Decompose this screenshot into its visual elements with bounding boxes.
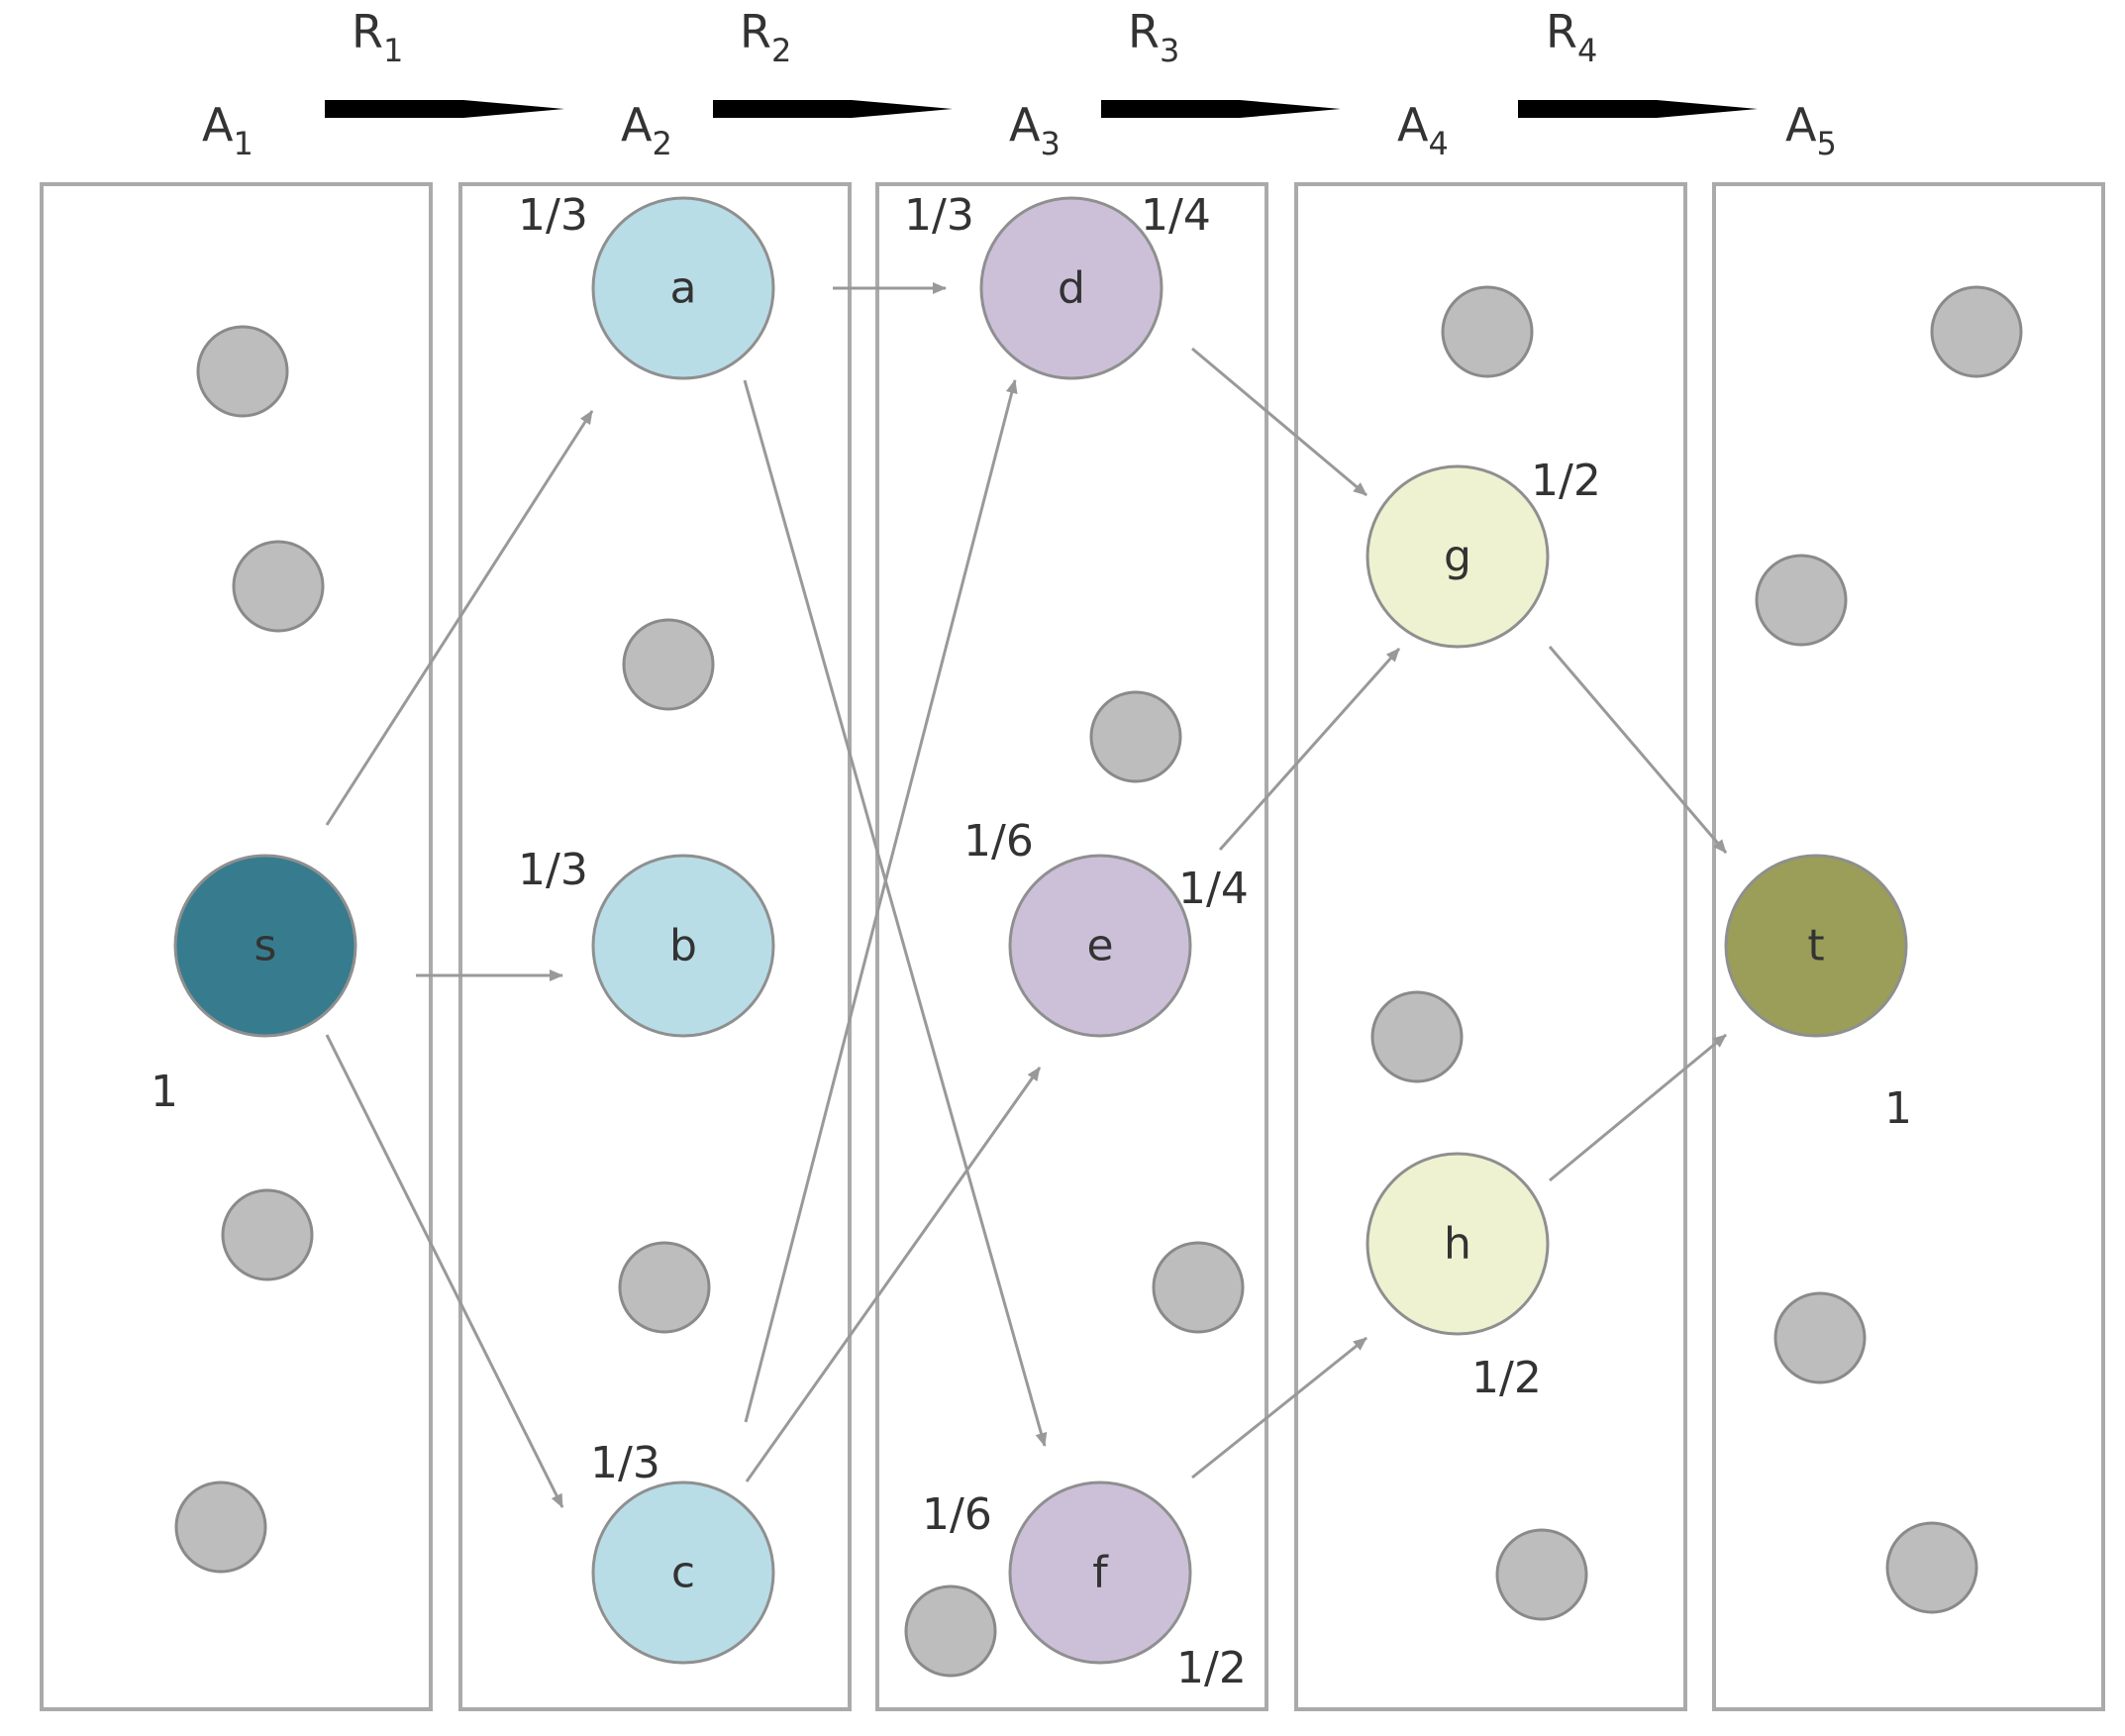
- unlabeled-node: [1755, 554, 1848, 647]
- node-d-circle: [979, 196, 1164, 380]
- node-c: c: [591, 1481, 775, 1665]
- edge-s-c: [325, 1034, 564, 1508]
- node-g: g: [1366, 464, 1550, 649]
- node-c-circle: [591, 1481, 775, 1665]
- node-c-label: c: [671, 1548, 695, 1598]
- node-a-circle: [591, 196, 775, 380]
- unlabeled-node: [1773, 1291, 1867, 1384]
- probability-d-in: 1/3: [904, 190, 974, 241]
- unlabeled-node: [1495, 1528, 1588, 1621]
- unlabeled-node: [232, 540, 325, 633]
- relation-arrows: [325, 100, 1758, 118]
- node-g-label: g: [1444, 532, 1471, 582]
- column-frames: [40, 182, 2105, 1711]
- node-d: d: [979, 196, 1164, 380]
- unlabeled-node: [1885, 1521, 1978, 1614]
- probability-h: 1/2: [1471, 1353, 1542, 1403]
- labeled-nodes: s a b c d e f g: [173, 196, 1908, 1665]
- relation-labels: R1 R2 R3 R4: [352, 5, 1597, 69]
- node-h-circle: [1366, 1152, 1550, 1336]
- probability-a: 1/3: [518, 190, 588, 241]
- probability-labels: 1 1/3 1/3 1/3 1/3 1/4 1/6 1/4 1/6 1/2 1/…: [151, 190, 1912, 1693]
- unlabeled-node: [1370, 990, 1464, 1083]
- relation-arrow-r2: [713, 100, 953, 118]
- column-header-a3: A3: [1009, 98, 1061, 162]
- node-e-circle: [1008, 854, 1192, 1038]
- edge-s-a: [325, 410, 594, 826]
- edges: [325, 282, 1728, 1508]
- edge-e-g: [1218, 648, 1401, 851]
- column-header-a1: A1: [202, 98, 253, 162]
- column-header-a4: A4: [1397, 98, 1449, 162]
- unlabeled-node: [196, 325, 289, 418]
- probability-g: 1/2: [1531, 456, 1601, 506]
- unlabeled-node: [904, 1584, 997, 1678]
- node-b-circle: [591, 854, 775, 1038]
- unlabeled-nodes: [174, 285, 2023, 1678]
- relation-label-r4: R4: [1546, 5, 1597, 69]
- node-t-circle: [1724, 854, 1908, 1038]
- unlabeled-node: [1152, 1241, 1245, 1334]
- unlabeled-node: [221, 1188, 314, 1281]
- unlabeled-node: [1441, 285, 1534, 378]
- edge-f-h: [1191, 1336, 1367, 1480]
- relation-arrow-r3: [1101, 100, 1341, 118]
- probability-b: 1/3: [518, 845, 588, 895]
- node-a: a: [591, 196, 775, 380]
- probability-d-out: 1/4: [1141, 190, 1211, 241]
- node-e-label: e: [1086, 921, 1113, 971]
- node-f: f: [1008, 1481, 1192, 1665]
- column-frame-a3: [875, 182, 1268, 1711]
- node-s: s: [173, 854, 357, 1038]
- probability-c: 1/3: [590, 1438, 660, 1488]
- column-frame-a5: [1712, 182, 2105, 1711]
- relation-label-r2: R2: [740, 5, 791, 69]
- column-frame-a1: [40, 182, 433, 1711]
- probability-e-in: 1/6: [963, 816, 1034, 867]
- edge-g-t: [1548, 646, 1728, 854]
- column-header-a5: A5: [1785, 98, 1837, 162]
- edge-d-g: [1191, 347, 1367, 497]
- unlabeled-node: [1089, 690, 1182, 783]
- unlabeled-node: [622, 618, 715, 711]
- edge-c-d: [744, 379, 1018, 1423]
- relation-label-r1: R1: [352, 5, 403, 69]
- edge-c-e: [745, 1067, 1042, 1482]
- node-b: b: [591, 854, 775, 1038]
- column-frame-a4: [1294, 182, 1687, 1711]
- probability-f-out: 1/2: [1176, 1643, 1247, 1693]
- node-b-label: b: [669, 921, 697, 971]
- unlabeled-node: [618, 1241, 711, 1334]
- relation-label-r3: R3: [1128, 5, 1179, 69]
- relation-arrow-r4: [1518, 100, 1758, 118]
- unlabeled-node: [1930, 285, 2023, 378]
- probability-f-in: 1/6: [922, 1489, 992, 1540]
- node-g-circle: [1366, 464, 1550, 649]
- edge-a-f: [743, 379, 1048, 1447]
- column-header-a2: A2: [621, 98, 672, 162]
- edge-h-t: [1549, 1033, 1727, 1182]
- node-a-label: a: [670, 263, 697, 314]
- column-headers: A1 A2 A3 A4 A5: [202, 98, 1837, 162]
- probability-s: 1: [151, 1067, 178, 1117]
- node-s-circle: [173, 854, 357, 1038]
- probability-t: 1: [1884, 1083, 1912, 1134]
- node-f-label: f: [1092, 1548, 1109, 1598]
- node-h-label: h: [1444, 1219, 1471, 1270]
- node-t: t: [1724, 854, 1908, 1038]
- node-f-circle: [1008, 1481, 1192, 1665]
- column-frame-a2: [458, 182, 852, 1711]
- relation-arrow-r1: [325, 100, 564, 118]
- node-s-label: s: [254, 921, 277, 971]
- node-h: h: [1366, 1152, 1550, 1336]
- unlabeled-node: [174, 1481, 267, 1574]
- node-e: e: [1008, 854, 1192, 1038]
- node-t-label: t: [1807, 921, 1824, 971]
- node-d-label: d: [1058, 263, 1085, 314]
- probability-e-out: 1/4: [1178, 864, 1249, 914]
